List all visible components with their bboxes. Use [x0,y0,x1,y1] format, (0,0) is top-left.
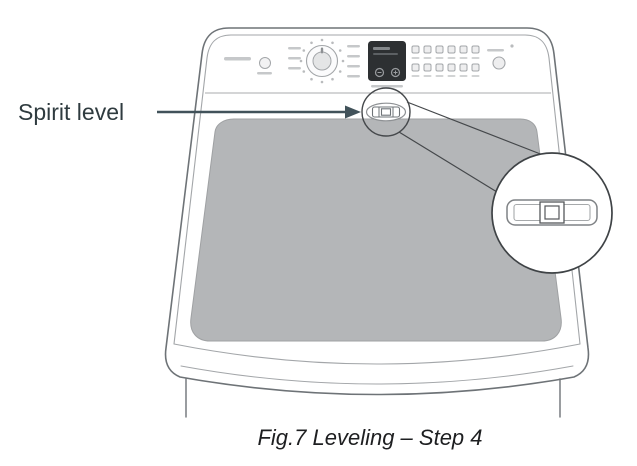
front-band-line [180,365,574,385]
spirit-level-label: Spirit level [18,99,124,125]
spirit-level-indicator [365,102,407,122]
panel-label-smudges [288,45,360,78]
spirit-level-label-group: Spirit level [18,99,361,125]
panel-brand-mark [224,57,272,75]
leader-line-upper [406,101,544,156]
leader-line-lower [398,131,498,193]
dial-knob [312,51,332,71]
callout-lines [361,87,544,193]
option-buttons-row-2 [411,63,480,77]
plus-button [390,67,401,78]
power-button [487,44,514,70]
console-display [368,41,406,88]
control-panel [205,38,551,94]
highlight-circle [361,87,411,137]
dial-pointer [320,47,324,54]
program-dial [299,38,345,84]
figure-caption: Fig.7 Leveling – Step 4 [257,425,482,450]
option-buttons-row-1 [411,45,480,59]
label-arrow-head [345,105,361,119]
washer-inner-outline [173,34,581,345]
front-fold-line [173,343,581,365]
dial-tick-marks [299,38,345,84]
minus-button [374,67,385,78]
magnified-spirit-level [506,199,598,226]
magnifier-callout [491,152,613,274]
